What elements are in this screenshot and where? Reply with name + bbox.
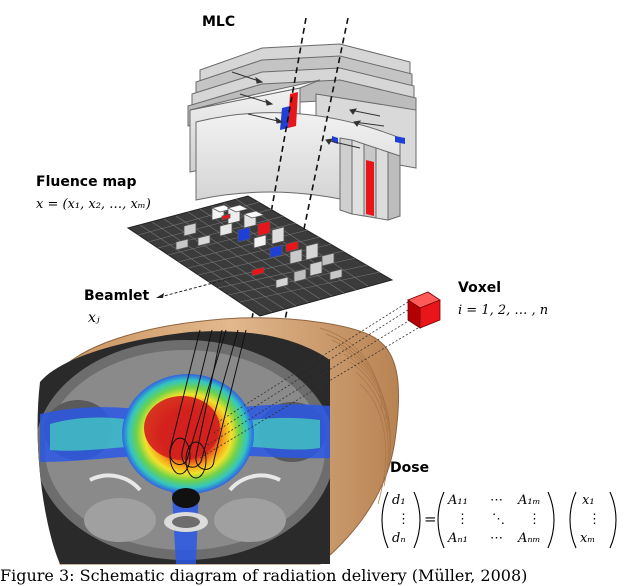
matrix-a1m: A₁ₘ <box>517 493 541 508</box>
beamlet-symbol: xⱼ <box>88 310 100 326</box>
matrix-colm-dots: ⋮ <box>528 512 541 527</box>
fluence-map <box>126 195 394 317</box>
fluence-vector-dots: ⋮ <box>588 512 601 527</box>
mlc-collimator <box>187 43 417 221</box>
beamlet-arrow <box>159 277 233 298</box>
voxel-rays <box>199 301 419 459</box>
patient-torso <box>37 317 400 565</box>
equation-equals: = <box>424 510 437 528</box>
voxel-index-label: i = 1, 2, … , n <box>458 303 548 318</box>
matrix-anm: Aₙₘ <box>517 531 541 546</box>
beamlet-fan-outlines <box>169 329 247 479</box>
dose-label: Dose <box>390 460 429 476</box>
matrix-diag-dots: ⋱ <box>492 512 505 527</box>
voxel-cube <box>407 291 441 329</box>
fluence-vector-x1: x₁ <box>582 493 595 508</box>
beamlet-arrow-head <box>156 293 164 298</box>
fluence-vector-label: x = (x₁, x₂, …, xₘ) <box>36 197 151 212</box>
skin-contour-lines <box>319 327 391 505</box>
figure-caption: Figure 3: Schematic diagram of radiation… <box>0 566 528 585</box>
mlc-label: MLC <box>202 14 235 30</box>
mlc-motion-arrows <box>231 71 385 149</box>
matrix-an1: Aₙ₁ <box>447 531 468 546</box>
matrix-col1-dots: ⋮ <box>456 512 469 527</box>
dose-vector-dn: dₙ <box>392 531 406 546</box>
fluence-vector-xm: xₘ <box>580 531 595 546</box>
fluence-map-blocks <box>175 204 343 289</box>
equation-parens <box>381 491 617 549</box>
fluence-map-label: Fluence map <box>36 174 137 190</box>
beamlet-label: Beamlet <box>84 288 149 304</box>
matrix-a11: A₁₁ <box>447 493 468 508</box>
dose-equation: d₁ ⋮ dₙ = A₁₁ ⋯ A₁ₘ ⋮ ⋱ ⋮ Aₙ₁ ⋯ Aₙₘ x₁ ⋮… <box>381 491 617 549</box>
mlc-back-leaves <box>187 43 417 127</box>
matrix-row1-dots: ⋯ <box>490 493 503 508</box>
matrix-row3-dots: ⋯ <box>490 531 503 546</box>
dose-vector-dots: ⋮ <box>397 512 410 527</box>
voxel-label: Voxel <box>458 280 501 296</box>
dose-vector-d1: d₁ <box>392 493 406 508</box>
